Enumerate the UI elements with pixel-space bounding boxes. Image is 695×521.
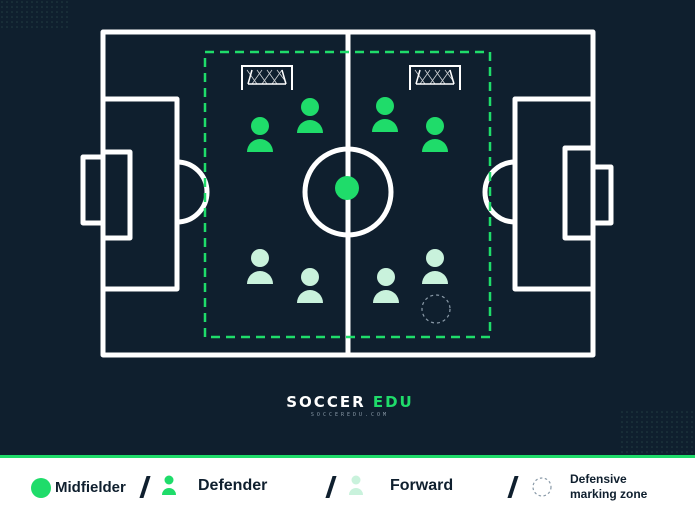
brand-name-part2: EDU [372, 393, 414, 411]
center-circle [302, 146, 394, 238]
soccer-field-diagram [0, 0, 695, 455]
corner-dot-texture [620, 410, 695, 455]
defender-legend-icon [162, 475, 176, 495]
marking-zone-legend-icon [532, 477, 552, 497]
forward-legend-icon [349, 475, 363, 495]
forward-player-icon [247, 249, 273, 284]
right-goal-area [562, 145, 596, 241]
defensive-marking-zone [421, 294, 451, 324]
legend-marking-zone-label: Defensive marking zone [570, 472, 647, 502]
left-goal [80, 154, 106, 226]
mini-goal-right [409, 65, 461, 90]
brand-name-part1: SOCCER [286, 393, 366, 411]
midfielder-legend-icon [31, 478, 51, 498]
legend-icons [31, 475, 552, 498]
legend-midfielder-label: Midfielder [55, 479, 126, 496]
diagram-canvas: SOCCER EDU SOCCEREDU.COM [0, 0, 695, 455]
legend: Midfielder Defender Forward Defensive ma… [0, 455, 695, 521]
legend-defender-label: Defender [198, 477, 268, 494]
defender-player-icon [422, 117, 448, 152]
brand-logo: SOCCER EDU SOCCEREDU.COM [280, 393, 420, 418]
right-penalty-area [512, 96, 596, 292]
left-penalty-area [100, 96, 180, 292]
mini-goal-left [241, 65, 293, 90]
right-penalty-arc [482, 159, 516, 225]
defender-player-icon [297, 98, 323, 133]
corner-dot-texture [0, 0, 70, 30]
legend-forward-label: Forward [390, 477, 454, 494]
legend-marking-zone-line1: Defensive [570, 472, 627, 486]
midfielder-marker [335, 176, 359, 200]
training-zone-outline [203, 50, 492, 339]
defender-player-icon [247, 117, 273, 152]
right-goal [590, 164, 614, 226]
legend-marking-zone-line2: marking zone [570, 487, 648, 501]
forward-player-icon [422, 249, 448, 284]
defender-player-icon [372, 97, 398, 132]
brand-url: SOCCEREDU.COM [310, 412, 390, 418]
forward-player-icon [297, 268, 323, 303]
left-penalty-arc [176, 159, 210, 225]
left-goal-area [100, 149, 133, 241]
forward-player-icon [373, 268, 399, 303]
